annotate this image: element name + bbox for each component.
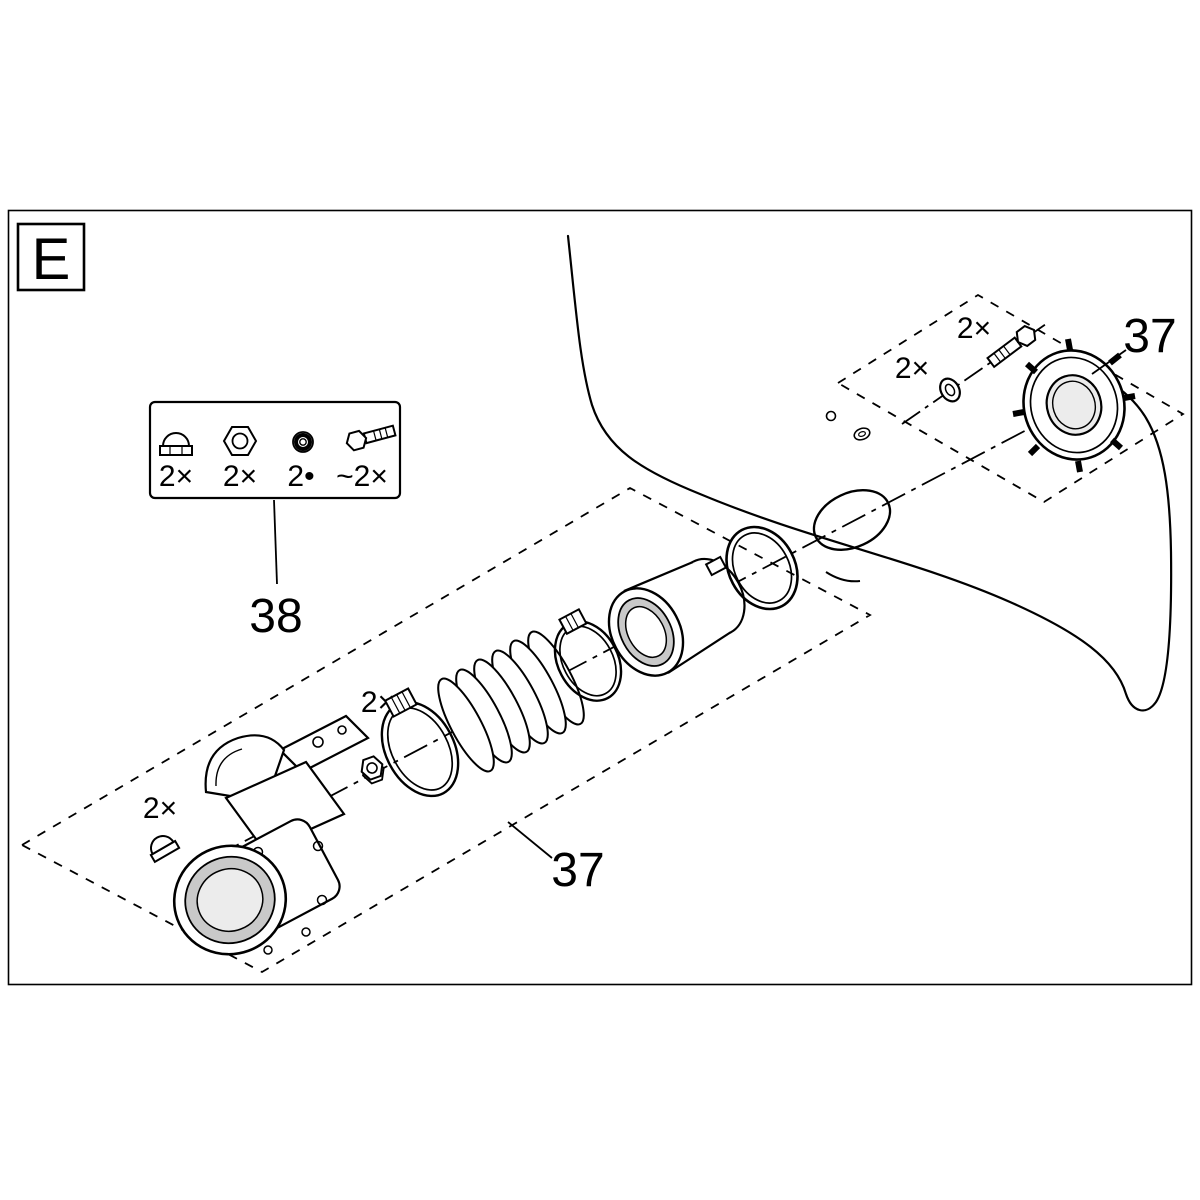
callout-38: 38 — [249, 590, 302, 643]
leader-line-38 — [273, 499, 278, 585]
clamp-screw-housing — [558, 607, 588, 636]
kit-box-border — [148, 400, 402, 500]
clamp-screw-housing — [383, 687, 418, 718]
callout-37-lower: 37 — [551, 844, 604, 897]
callout-37-right: 37 — [1123, 310, 1176, 363]
outlet-port — [172, 844, 288, 956]
o-ring — [725, 525, 799, 611]
kit-washer-qty: 2• — [287, 460, 314, 493]
sealing-ring — [812, 489, 892, 551]
leader-line-37-right — [1091, 349, 1127, 375]
kit-cap-nut-qty: 2× — [159, 460, 193, 493]
diagram-frame — [7, 209, 1193, 986]
corrugated-hose — [437, 630, 585, 773]
pump-inlet-detail — [825, 571, 861, 583]
hardware-kit-box: 2× 2× 2• ~2× — [148, 400, 402, 500]
pump-body-outline — [566, 234, 1173, 712]
right-bolt-qty: 2× — [957, 312, 991, 345]
kit-bolt-qty: ~2× — [336, 460, 388, 493]
right-washer-qty: 2× — [895, 352, 929, 385]
hex-nut-icon-lower — [360, 755, 385, 785]
bolt-icon — [345, 424, 397, 452]
center-axis-line-right — [901, 323, 1047, 425]
washer-icon-right — [939, 377, 961, 403]
assembly-region-right — [836, 293, 1185, 504]
connector-clip — [704, 555, 728, 577]
lower-cap-nut-qty: 2× — [143, 792, 177, 825]
bolt-icon-right — [986, 324, 1037, 369]
hose-clamp-front — [380, 687, 460, 798]
leader-line-37-lower — [507, 821, 553, 859]
small-washer — [853, 427, 871, 441]
kit-hex-nut-qty: 2× — [223, 460, 257, 493]
panel-label-box: E — [16, 222, 86, 292]
center-axis-line — [204, 404, 1075, 863]
hex-nut-icon — [222, 426, 258, 456]
cap-nut-icon-lower — [149, 835, 181, 864]
washer-icon — [292, 431, 314, 453]
assembly-region-lower — [20, 486, 872, 974]
cap-nut-icon — [159, 432, 193, 456]
small-o-ring — [825, 410, 837, 422]
pump-elbow-housing — [172, 714, 370, 956]
panel-label-border — [16, 222, 86, 292]
ring-nut — [1012, 338, 1136, 473]
panel-label: E — [32, 227, 71, 292]
